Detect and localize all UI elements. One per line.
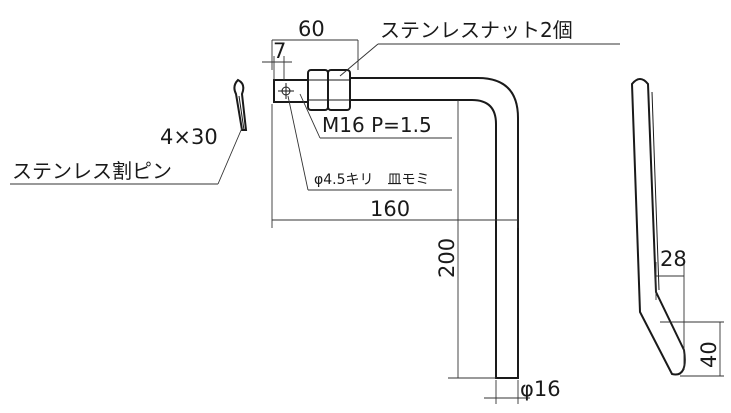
dim-40-label: 40: [697, 341, 721, 368]
dim-60-label: 60: [298, 17, 325, 41]
pin-name-label: ステンレス割ピン: [12, 159, 172, 183]
leader-lines: [10, 43, 620, 191]
annotations: 60 7 ステンレスナット2個 M16 P=1.5 φ4.5キリ 皿モミ 4×3…: [12, 17, 721, 401]
pin-size-label: 4×30: [160, 125, 218, 149]
hole-label: φ4.5キリ 皿モミ: [314, 172, 430, 188]
dim-28-label: 28: [660, 247, 687, 271]
dim-7-label: 7: [273, 39, 286, 63]
dim-phi16-label: φ16: [520, 377, 561, 401]
rod-side-view: [630, 78, 686, 376]
dimension-lines: [262, 39, 724, 404]
thread-label: M16 P=1.5: [322, 113, 432, 137]
dim-160-label: 160: [370, 197, 410, 221]
dim-200-label: 200: [435, 238, 459, 278]
split-pin: [233, 78, 248, 131]
nut-label: ステンレスナット2個: [380, 18, 573, 42]
stainless-nuts: [307, 69, 351, 111]
